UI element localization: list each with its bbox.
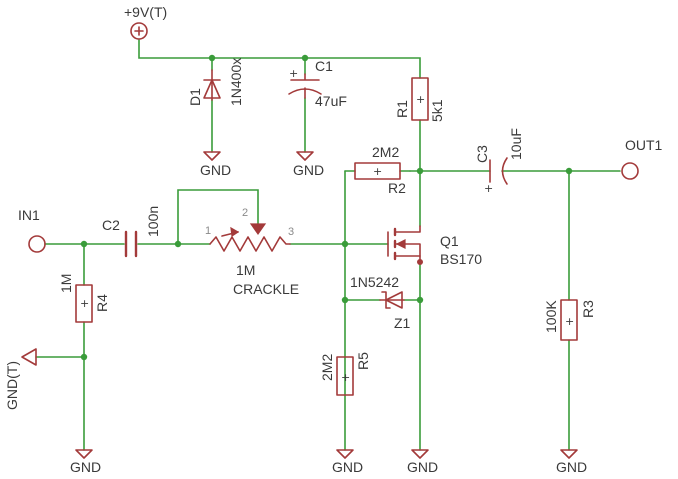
junctions	[80, 54, 573, 361]
r1-ref: R1	[394, 100, 410, 118]
z1-value: 1N5242	[350, 274, 399, 290]
gnd-label-c1: GND	[293, 162, 324, 178]
c2-value: 100n	[145, 206, 161, 237]
c3-ref: C3	[474, 145, 490, 163]
junction-rail-d1	[208, 54, 216, 62]
gnd-label-r5: GND	[332, 459, 363, 475]
gnd-label-d1: GND	[200, 162, 231, 178]
junction-input-node	[80, 240, 88, 248]
ground-symbol-output: GND	[556, 449, 587, 475]
resistor-r2: + 2M2 R2	[354, 144, 406, 196]
input-label: IN1	[18, 207, 40, 223]
r3-polarity: +	[565, 315, 574, 328]
output-terminal: OUT1	[621, 137, 663, 180]
z1-ref: Z1	[394, 315, 411, 331]
pot-pin-2: 2	[242, 207, 248, 219]
output-label: OUT1	[625, 137, 663, 153]
pot-pin-3: 3	[288, 226, 294, 238]
input-terminal: IN1	[18, 207, 46, 253]
junction-ground-ref	[80, 353, 88, 361]
pot-value: 1M	[236, 262, 255, 278]
gnd-label-output: GND	[556, 459, 587, 475]
capacitor-c1: + C1 47uF	[288, 58, 347, 109]
r1-value: 5k1	[429, 99, 445, 122]
c1-polarity: +	[289, 67, 298, 80]
ground-ref-terminal: GND(T)	[4, 348, 37, 410]
resistor-r5: + 2M2 R5	[319, 352, 371, 396]
junction-rail-c1	[301, 54, 309, 62]
gnd-label-input: GND	[70, 459, 101, 475]
r1-polarity: +	[416, 93, 425, 106]
r2-ref: R2	[388, 180, 406, 196]
mosfet-q1: Q1 BS170	[387, 225, 482, 267]
r4-value: 1M	[58, 274, 74, 293]
q1-value: BS170	[440, 251, 482, 267]
q1-ref: Q1	[440, 233, 459, 249]
junction-drain-node	[416, 167, 424, 175]
c1-value: 47uF	[315, 93, 347, 109]
r4-polarity: +	[80, 297, 89, 310]
resistor-r3: + 100K R3	[543, 299, 596, 341]
resistor-r4: + 1M R4	[58, 274, 110, 323]
c1-ref: C1	[315, 58, 333, 74]
r3-ref: R3	[580, 300, 596, 318]
gnd-label-source: GND	[407, 459, 438, 475]
diode-d1: D1 1N400x	[187, 58, 244, 106]
supply-terminal: +9V(T)	[124, 4, 167, 40]
r2-polarity: +	[373, 165, 382, 178]
r5-value: 2M2	[319, 354, 335, 381]
c3-polarity: +	[484, 182, 493, 195]
junction-source-node	[416, 296, 424, 304]
potentiometer-crackle: 1 2 3 1M CRACKLE	[205, 207, 299, 297]
ground-symbol-input: GND	[70, 449, 101, 475]
r2-value: 2M2	[372, 144, 399, 160]
r5-ref: R5	[355, 352, 371, 370]
supply-label: +9V(T)	[124, 4, 167, 20]
zener-z1: 1N5242 Z1	[350, 274, 411, 331]
d1-value: 1N400x	[228, 58, 244, 106]
capacitor-c2: C2 100n	[102, 206, 161, 258]
r3-value: 100K	[543, 300, 559, 333]
junction-gate-node	[341, 240, 349, 248]
r4-ref: R4	[94, 294, 110, 312]
ground-symbol-c1: GND	[293, 151, 324, 178]
capacitor-c3: + C3 10uF	[474, 128, 524, 195]
junction-output-node	[565, 167, 573, 175]
ground-symbol-r5: GND	[332, 449, 363, 475]
ground-symbol-source: GND	[407, 449, 438, 475]
c3-value: 10uF	[508, 128, 524, 160]
junction-pot-wiper	[174, 240, 182, 248]
pot-pin-1: 1	[205, 225, 211, 237]
pot-name: CRACKLE	[233, 281, 299, 297]
d1-ref: D1	[187, 88, 203, 106]
junction-zener-anode	[341, 296, 349, 304]
ground-symbol-d1: GND	[200, 151, 231, 178]
r5-polarity: +	[341, 371, 350, 384]
ground-ref-label: GND(T)	[4, 361, 20, 410]
c2-ref: C2	[102, 217, 120, 233]
resistor-r1: + R1 5k1	[394, 77, 445, 122]
